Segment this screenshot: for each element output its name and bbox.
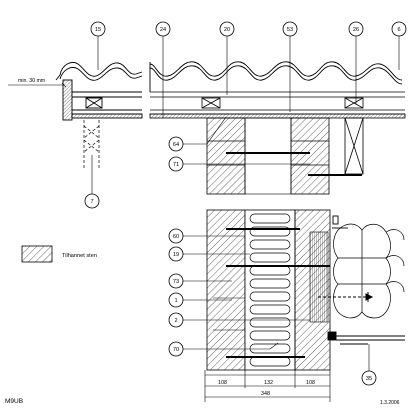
dashed-rafter bbox=[83, 120, 100, 168]
dimension-lines bbox=[204, 370, 331, 402]
roof-layers bbox=[149, 91, 406, 119]
callout-circles bbox=[84, 21, 407, 386]
legend-label: Tilhannet sten bbox=[62, 253, 97, 259]
callout-2: 2 bbox=[174, 318, 177, 324]
dimension-132: 132 bbox=[264, 380, 273, 386]
dimension-108-right: 108 bbox=[306, 380, 315, 386]
overhang-note: min. 30 mm bbox=[18, 78, 45, 84]
roof-tiles-left bbox=[55, 62, 143, 81]
eave-fascia bbox=[62, 79, 143, 121]
callout-35: 35 bbox=[366, 376, 372, 382]
upper-insulation-cavity bbox=[244, 117, 292, 195]
lower-anchor-head bbox=[365, 292, 374, 302]
callout-70: 70 bbox=[173, 347, 179, 353]
callout-19: 19 bbox=[173, 252, 179, 258]
overhang-dimension bbox=[8, 82, 67, 88]
callout-7: 7 bbox=[90, 199, 93, 205]
callout-71: 71 bbox=[173, 162, 179, 168]
lower-vertical-battens bbox=[309, 231, 329, 323]
lower-thin-lines bbox=[213, 297, 245, 331]
callout-20: 20 bbox=[224, 27, 230, 33]
upper-stud bbox=[344, 117, 364, 175]
lower-wall-ties bbox=[226, 228, 330, 358]
lower-wall-perforated-block bbox=[244, 209, 296, 371]
lower-fixings bbox=[327, 215, 405, 345]
legend-hatch-swatch bbox=[21, 245, 53, 263]
upper-wall-outer-leaf bbox=[290, 117, 330, 195]
lower-insulation-cushions bbox=[333, 223, 405, 319]
lower-wall-inner-leaf bbox=[206, 209, 246, 371]
callout-60: 60 bbox=[173, 234, 179, 240]
callout-64: 64 bbox=[173, 142, 179, 148]
leader-lines bbox=[91, 35, 400, 372]
callout-1: 1 bbox=[174, 298, 177, 304]
callout-26: 26 bbox=[353, 27, 359, 33]
roof-tiles-right bbox=[149, 61, 403, 92]
callout-24: 24 bbox=[160, 27, 166, 33]
dimension-total-348: 348 bbox=[261, 391, 270, 397]
drawing-date: 1.3.2006 bbox=[380, 400, 400, 406]
legend: Tilhannet sten bbox=[21, 245, 97, 263]
drawing-id: M9UB bbox=[5, 398, 23, 405]
callout-6: 6 bbox=[397, 27, 400, 33]
dimension-108-left: 108 bbox=[218, 380, 227, 386]
upper-wall-ties bbox=[226, 152, 362, 176]
callout-53: 53 bbox=[287, 27, 293, 33]
callout-73: 73 bbox=[173, 279, 179, 285]
upper-wall-inner-leaf bbox=[206, 117, 246, 195]
callout-15: 15 bbox=[95, 27, 101, 33]
